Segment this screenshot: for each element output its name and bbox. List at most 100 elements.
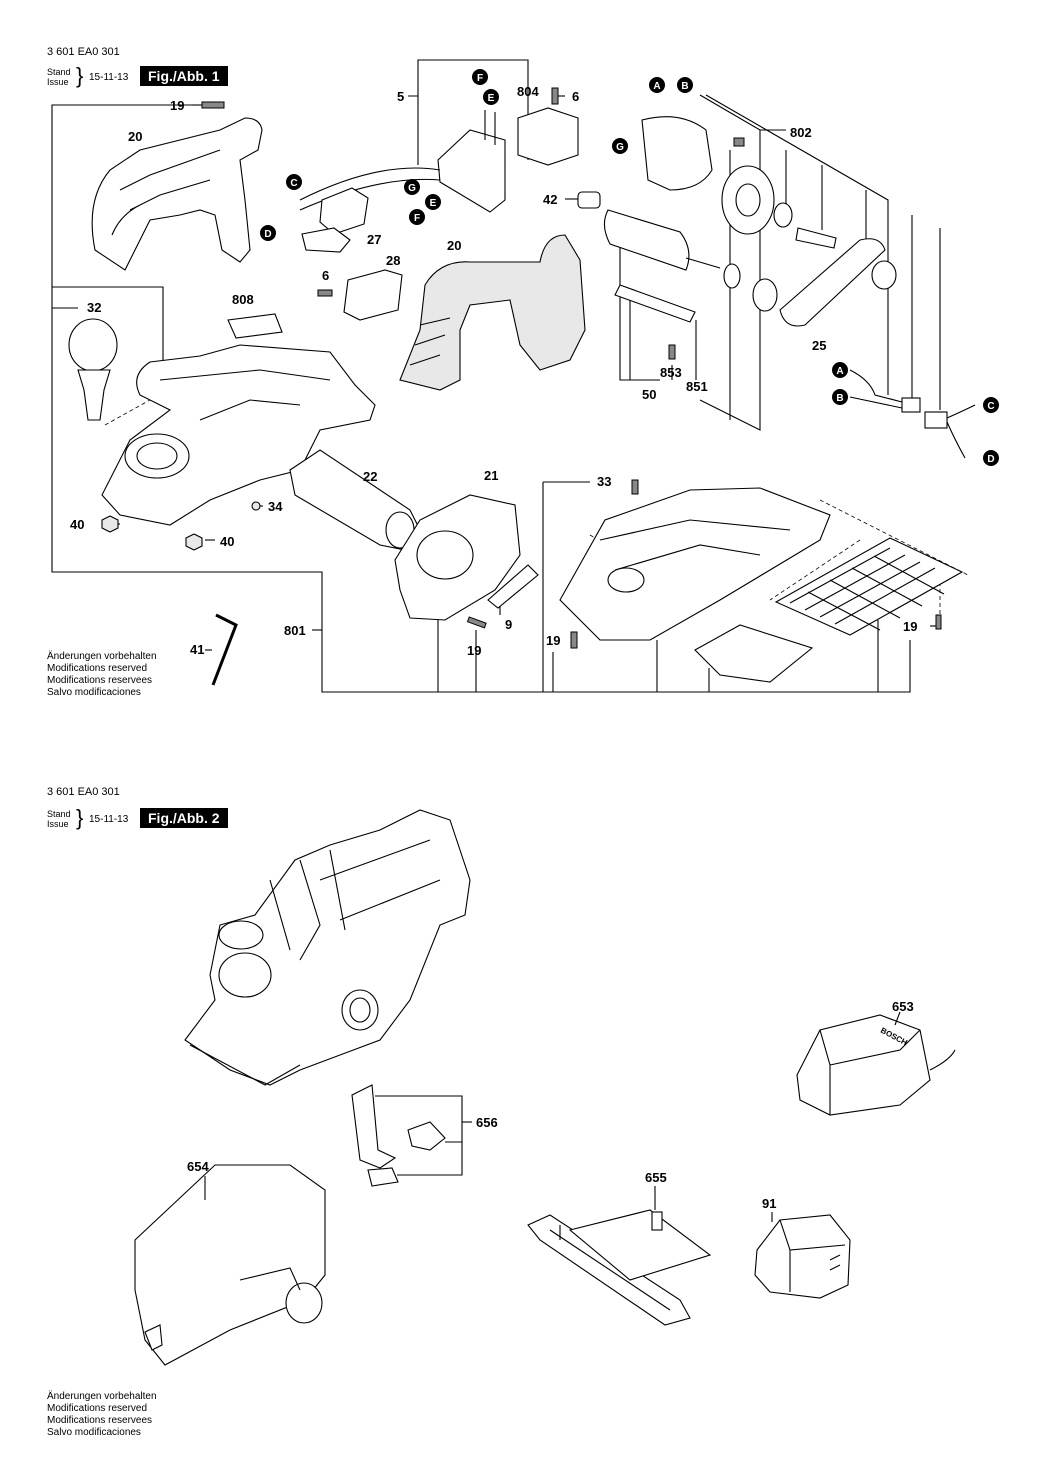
connector-bubble-F (472, 69, 488, 85)
cover-part (343, 269, 403, 321)
part-number-41: 41 (190, 642, 204, 657)
brace-glyph: } (76, 805, 84, 830)
thumb-screw-part (407, 1121, 446, 1151)
connector-letter: B (681, 81, 688, 92)
fig2-part-numbers: 653 656 654 655 91 (187, 999, 914, 1211)
note-en: Modifications reserved (47, 663, 148, 674)
part-number-28: 28 (386, 253, 400, 268)
handle-part (399, 234, 586, 391)
chip-outlet-inner (136, 442, 178, 470)
nut-part (101, 515, 119, 533)
base-housing-detail (599, 519, 791, 571)
note-es: Salvo modificaciones (47, 1427, 141, 1438)
connector-letter: D (264, 229, 271, 240)
connector-letter: G (408, 183, 416, 194)
connector-letter: D (987, 454, 994, 465)
connector-wires (849, 369, 976, 459)
shaft-part (795, 227, 837, 249)
part-number-851: 851 (686, 379, 708, 394)
note-es: Salvo modificaciones (47, 687, 141, 698)
issue-label: Issue (47, 819, 69, 829)
connector-letter: C (290, 178, 297, 189)
part-number-655: 655 (645, 1170, 667, 1185)
screw-part (668, 344, 676, 360)
base-housing-part (559, 487, 831, 641)
sole-plate-part (774, 537, 964, 636)
part-number-19: 19 (546, 633, 560, 648)
part-number-6: 6 (572, 89, 579, 104)
connector-letter: E (488, 93, 495, 104)
switch-part (437, 129, 506, 213)
part-number-42: 42 (543, 192, 557, 207)
dust-bag-detail (239, 1267, 301, 1291)
battery-part (754, 1214, 851, 1299)
part-number-32: 32 (87, 300, 101, 315)
figure-badge: Fig./Abb. 1 (140, 66, 228, 86)
charger-cable (929, 1049, 956, 1071)
part-number-20: 20 (128, 129, 142, 144)
stand-label: Stand (47, 809, 71, 819)
base-opening (607, 567, 645, 593)
group-line-5 (408, 59, 529, 160)
modifications-note: Änderungen vorbehalten Modifications res… (47, 1391, 157, 1439)
part-number-808: 808 (232, 292, 254, 307)
spring-part (551, 87, 559, 105)
insert-part (487, 564, 539, 609)
planer-handle-lines (319, 839, 441, 921)
connector-bubble-G (612, 138, 628, 154)
dust-bag-port (285, 1282, 323, 1324)
connector-letter: E (430, 198, 437, 209)
pulley-part (752, 278, 778, 312)
pulley-part (871, 260, 897, 290)
connector-letter: B (836, 393, 843, 404)
part-number-40: 40 (70, 517, 84, 532)
planer-depth-knob (218, 952, 272, 998)
front-housing-detail (159, 369, 331, 421)
cutter-drum-part (603, 209, 690, 271)
housing-half-part (91, 117, 263, 271)
bearing-part (723, 263, 741, 289)
part-number-5: 5 (397, 89, 404, 104)
electronics-part (319, 187, 369, 235)
screw-part (466, 616, 487, 629)
part-number-19: 19 (903, 619, 917, 634)
figure-badge: Fig./Abb. 2 (140, 808, 228, 828)
part-number-34: 34 (268, 499, 283, 514)
part-number-20: 20 (447, 238, 461, 253)
part-number-22: 22 (363, 469, 377, 484)
connector-bubble-A (649, 77, 665, 93)
connector-letter: A (653, 81, 660, 92)
nut-part (185, 533, 203, 551)
fig1-parts (68, 87, 976, 686)
part-number-25: 25 (812, 338, 826, 353)
blade-part (614, 284, 696, 323)
doc-number: 3 601 EA0 301 (47, 786, 120, 798)
charger-part (796, 1014, 931, 1116)
connector-bubbles: F E A B G C G E F D A B C D (260, 69, 999, 466)
connector-bubble-B (677, 77, 693, 93)
note-de: Änderungen vorbehalten (47, 1391, 157, 1402)
fan-part (721, 165, 775, 235)
note-fr: Modifications reservees (47, 675, 153, 686)
dust-bag-clip (144, 1324, 163, 1351)
handle-grip-ribs (409, 317, 451, 366)
plate-part (694, 624, 814, 683)
connector-letter: F (414, 213, 420, 224)
spring-part (317, 289, 333, 297)
front-housing-part (101, 344, 376, 526)
connector-bubble-C (983, 397, 999, 413)
chip-cover-part (394, 494, 521, 621)
connector-letter: A (836, 366, 843, 377)
part-number-33: 33 (597, 474, 611, 489)
planer-chip-outlet (218, 920, 264, 950)
connector-plug (901, 397, 921, 413)
guide-fence-part (568, 1209, 712, 1281)
part-number-40: 40 (220, 534, 234, 549)
part-number-801: 801 (284, 623, 306, 638)
part-number-802: 802 (790, 125, 812, 140)
part-number-9: 9 (505, 617, 512, 632)
connector-bubble-B (832, 389, 848, 405)
sole-plate-grid (789, 547, 945, 631)
planer-grip-ribs (269, 849, 346, 961)
dust-bag-part (134, 1164, 326, 1366)
